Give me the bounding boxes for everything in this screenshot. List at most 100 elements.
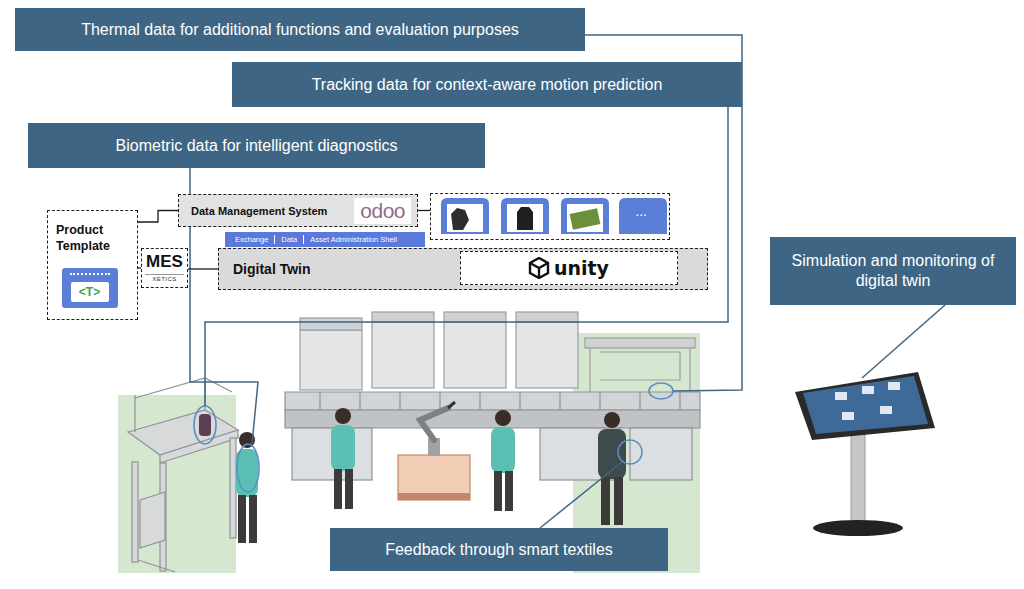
robot-arm-part	[398, 455, 470, 500]
conveyor-part	[479, 392, 480, 410]
worker-part	[491, 427, 515, 473]
conveyor-frames-part	[585, 338, 695, 348]
asset-tab	[561, 198, 609, 234]
conveyor-frames-part	[516, 312, 578, 322]
node-text: Data Management System	[191, 205, 327, 217]
node-text: ...	[635, 203, 647, 219]
conveyor-part	[519, 392, 520, 410]
node-text: XETICS	[145, 274, 184, 283]
conveyor-frames-part	[516, 322, 578, 388]
conveyor-frames-part	[444, 312, 506, 322]
unity-logo	[530, 263, 548, 278]
leader-line-part	[862, 305, 945, 378]
conveyor-frames-part	[600, 352, 680, 380]
asset-tab	[501, 198, 549, 234]
conveyor-frames-part	[300, 318, 362, 330]
node-text: Thermal data for additional functions an…	[81, 20, 519, 40]
template-icon: <T>	[62, 268, 118, 308]
node-text: Biometric data for intelligent diagnosti…	[116, 136, 398, 156]
header-bar: ExchangeDataAsset Administration Shell	[225, 232, 425, 247]
worker	[331, 408, 355, 509]
conveyor-part	[639, 392, 640, 410]
mes-box: MES XETICS	[141, 248, 188, 288]
robot-arm-part	[420, 408, 448, 440]
kiosk-tablet-part	[803, 376, 928, 434]
left-workstation-part	[138, 560, 175, 572]
callout-box: Simulation and monitoring of digital twi…	[770, 237, 1016, 305]
node-text: odoo	[354, 198, 411, 224]
glove-icon	[451, 208, 469, 230]
worker-part	[604, 412, 620, 428]
robot-arm-part	[448, 402, 455, 408]
kiosk-tablet	[795, 372, 935, 536]
asset-icons	[431, 194, 668, 238]
worker	[598, 412, 626, 525]
thermal-device	[199, 414, 211, 436]
conveyor-part	[359, 392, 360, 410]
worker-part	[495, 410, 511, 426]
worker-part	[614, 477, 623, 525]
worker-part	[334, 469, 342, 509]
kiosk-tablet-part	[851, 428, 865, 526]
node-text: Simulation and monitoring of digital twi…	[780, 251, 1006, 291]
node-text: <T>	[71, 282, 109, 302]
asset-box: ...	[430, 193, 670, 240]
node-text: Data	[274, 235, 303, 244]
left-workstation-part	[132, 462, 138, 562]
asset-tab	[619, 198, 667, 234]
conveyor-part	[439, 392, 440, 410]
connector-line	[418, 210, 430, 211]
left-workstation	[128, 378, 238, 572]
worker-part	[236, 449, 258, 497]
left-workstation-part	[230, 438, 236, 538]
twin-box: Digital Twin unity	[218, 248, 708, 290]
conveyor	[285, 392, 700, 480]
node-text: MES	[142, 252, 187, 272]
callout-box: Thermal data for additional functions an…	[15, 8, 585, 51]
conveyor-frames-part	[372, 322, 434, 388]
focus-circle-part	[618, 440, 642, 464]
vest-icon	[517, 207, 533, 230]
left-workstation-part	[134, 395, 135, 432]
conveyor-part	[599, 392, 600, 410]
callout-box: Tracking data for context-aware motion p…	[232, 62, 742, 107]
engine-box: unity	[460, 251, 678, 285]
worker-part	[335, 408, 351, 424]
worker-part	[505, 471, 513, 511]
worker-part	[345, 469, 353, 509]
kiosk-tablet-part	[795, 372, 935, 440]
kiosk-tablet-part	[888, 382, 900, 390]
left-workstation-part	[135, 378, 232, 398]
focus-circle-part	[649, 383, 673, 399]
connector-line	[138, 267, 141, 268]
conveyor-frames-part	[372, 312, 434, 322]
callout-box: Biometric data for intelligent diagnosti…	[28, 123, 485, 168]
kiosk-tablet-part	[862, 386, 874, 394]
node-text: Product Template	[56, 222, 129, 254]
worker	[491, 410, 515, 511]
node-text: Digital Twin	[233, 261, 311, 277]
callout-box: Feedback through smart textiles	[330, 528, 668, 571]
connector-line	[138, 211, 178, 223]
robot-arm-part	[398, 493, 470, 500]
node-text: Feedback through smart textiles	[385, 540, 613, 560]
conveyor-part	[319, 392, 320, 410]
kiosk-tablet-part	[835, 392, 847, 400]
asset-panel	[507, 204, 543, 232]
worker-part	[494, 471, 502, 511]
kiosk-tablet-part	[842, 412, 854, 420]
conveyor-frames-part	[300, 330, 362, 390]
icon-dots	[70, 273, 110, 275]
worker	[236, 432, 258, 543]
node-text: Tracking data for context-aware motion p…	[312, 75, 663, 95]
focus-circle-part	[194, 406, 216, 444]
system-box: Data Management System odoo	[178, 194, 418, 227]
unity-logo	[528, 257, 550, 279]
asset-tab	[441, 198, 489, 234]
conveyor-part	[399, 392, 400, 410]
node-text: Asset Administration Shell	[303, 235, 403, 244]
kiosk-tablet-part	[880, 406, 892, 414]
node-text: Exchange	[229, 235, 274, 244]
unity-logo	[530, 258, 548, 278]
